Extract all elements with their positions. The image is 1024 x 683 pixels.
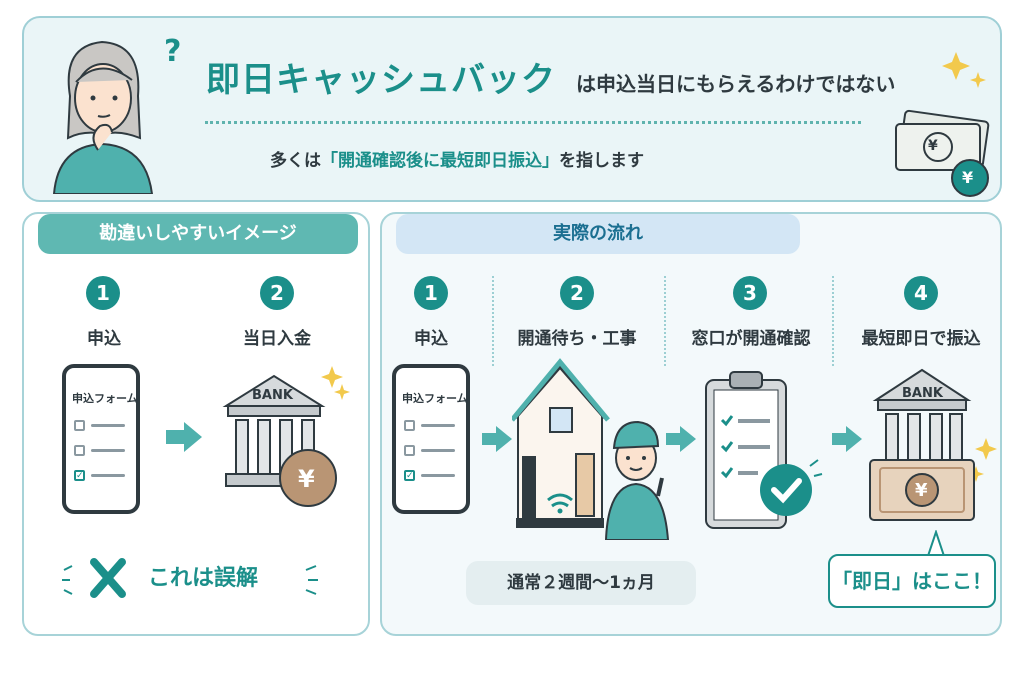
phone-form-title: 申込フォーム [402,392,468,405]
checkbox-icon [404,420,415,431]
phone-form-title: 申込フォーム [72,392,138,405]
page-title: 即日キャッシュバック [206,60,556,100]
arrow-right-icon [832,426,862,452]
cash-illustration [895,52,990,197]
step-label: 開通待ち・工事 [517,329,637,349]
bank-label: BANK [902,386,943,401]
step-number: 4 [904,276,938,310]
bank-payout-illustration [869,368,997,521]
yen-coin-icon: ¥ [962,168,974,187]
checkbox-icon [74,445,85,456]
same-day-callout: 「即日」はここ！ [828,554,996,608]
clipboard-check-illustration [705,371,823,529]
yen-icon: ¥ [915,480,928,501]
actual-flow-tag: 実際の流れ [396,214,800,254]
arrow-right-icon [482,426,512,452]
step-label: 申込 [414,329,448,349]
page-title-suffix: は申込当日にもらえるわけではない [576,72,896,96]
step-label: 当日入金 [243,329,311,349]
cross-mark-icon [62,558,126,598]
step-number: 1 [414,276,448,310]
arrow-right-icon [666,426,696,452]
header-banner [22,16,1002,202]
subtitle-highlight: 「開通確認後に最短即日振込」 [321,151,559,171]
duration-pill: 通常２週間〜1ヵ月 [466,561,696,605]
question-mark: ? [164,34,182,69]
step-number: 3 [733,276,767,310]
misconception-label: これは誤解 [148,566,259,591]
checkbox-icon [404,445,415,456]
checkbox-icon [74,420,85,431]
emphasis-lines-icon [305,565,318,595]
misconception-tag: 勘違いしやすいイメージ [38,214,358,254]
checkbox-checked-icon: ✓ [404,470,415,481]
phone-form-illustration: 申込フォーム ✓ [392,364,470,514]
step-label: 最短即日で振込 [861,329,981,349]
step-divider [832,276,834,366]
step-number: 1 [86,276,120,310]
house-installation-illustration [512,358,670,540]
callout-pointer [926,530,946,556]
step-label: 窓口が開通確認 [691,329,811,349]
page-subtitle: 多くは「開通確認後に最短即日振込」を指します [270,151,644,171]
yen-icon: ¥ [928,138,938,154]
step-label: 申込 [87,329,121,349]
checkbox-checked-icon: ✓ [74,470,85,481]
bank-illustration [222,366,350,507]
phone-form-illustration: 申込フォーム ✓ [62,364,140,514]
step-divider [492,276,494,366]
step-divider [664,276,666,366]
step-number: 2 [260,276,294,310]
bank-label: BANK [252,388,293,403]
step-number: 2 [560,276,594,310]
title-divider [205,121,861,124]
thinking-woman-illustration [52,40,154,194]
arrow-right-icon [166,422,202,452]
yen-coin-icon: ¥ [298,465,315,493]
